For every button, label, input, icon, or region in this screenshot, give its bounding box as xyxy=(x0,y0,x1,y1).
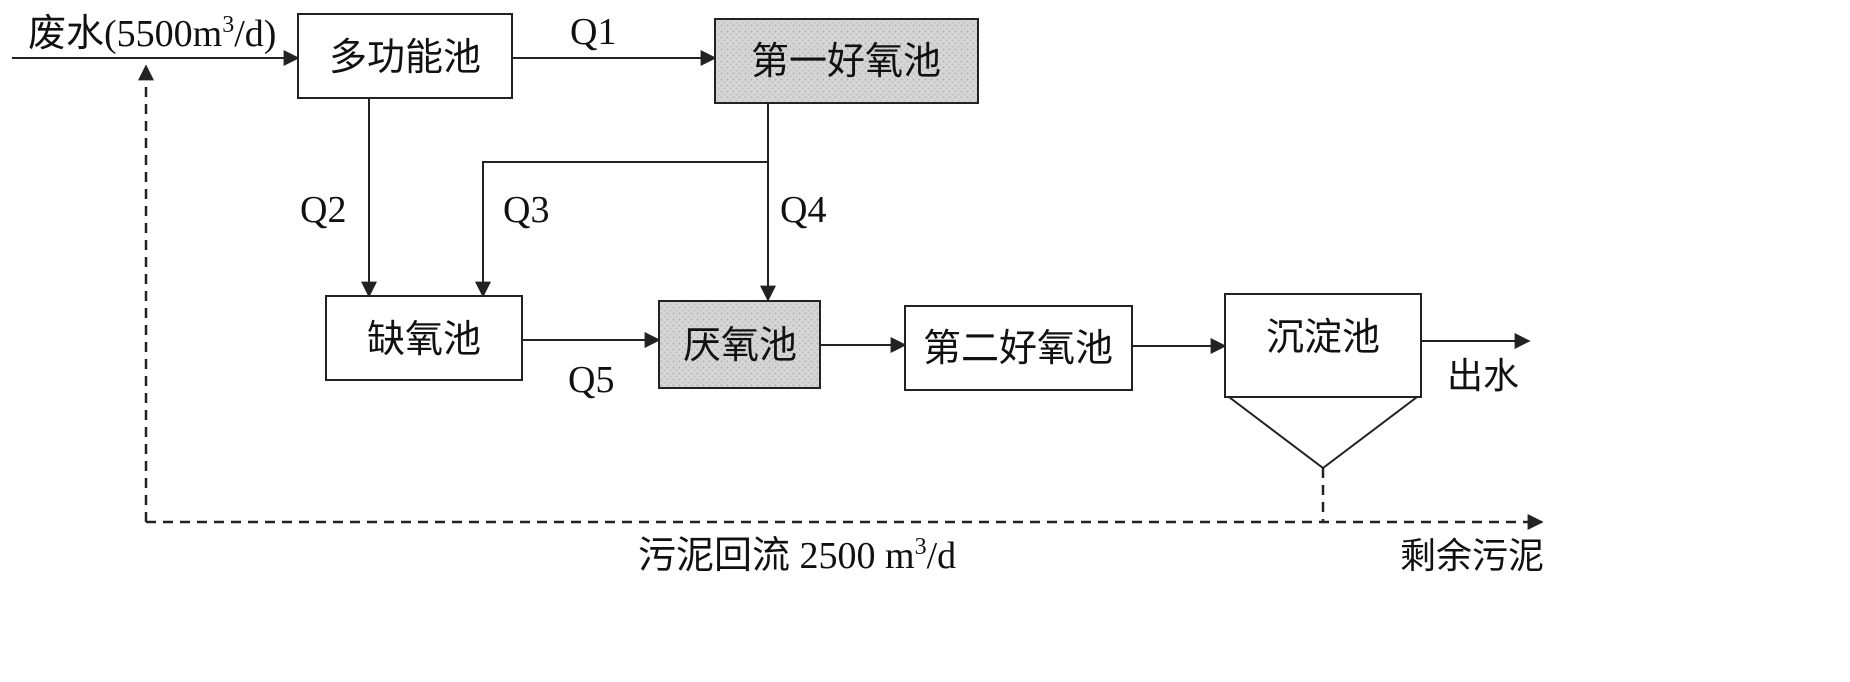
aerobic-tank-2-label: 第二好氧池 xyxy=(923,326,1113,370)
q3-label: Q3 xyxy=(503,189,549,231)
anoxic-tank-label: 缺氧池 xyxy=(367,317,481,361)
wastewater-label: 废水(5500m3/d) xyxy=(28,12,276,55)
anaerobic-tank-label: 厌氧池 xyxy=(683,323,797,367)
sludge-recycle-label: 污泥回流 2500 m3/d xyxy=(638,534,956,577)
multifunction-tank-label: 多功能池 xyxy=(329,35,481,79)
anoxic-tank xyxy=(325,295,523,381)
settling-tank-label: 沉淀池 xyxy=(1266,315,1380,359)
q5-label: Q5 xyxy=(568,359,614,401)
effluent-label: 出水 xyxy=(1447,356,1519,397)
q3-arrow xyxy=(475,161,768,298)
aerobic-tank-1-label: 第一好氧池 xyxy=(751,39,941,83)
anaerobic-tank xyxy=(658,300,821,389)
multifunction-tank xyxy=(297,13,513,99)
q2-label: Q2 xyxy=(300,189,346,231)
excess-sludge-label: 剩余污泥 xyxy=(1400,536,1544,577)
settling-tank-hopper xyxy=(1226,396,1420,470)
q4-label: Q4 xyxy=(780,189,826,231)
aerobic-tank-1 xyxy=(714,18,979,104)
aerobic-tank-2 xyxy=(904,305,1133,391)
q1-label: Q1 xyxy=(570,11,616,53)
settling-tank xyxy=(1224,293,1422,398)
